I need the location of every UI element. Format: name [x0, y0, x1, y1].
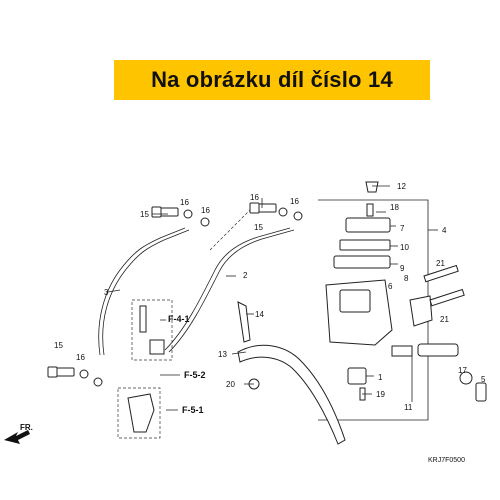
banjo-bolt-15-top-right	[249, 202, 277, 214]
brake-hose-3	[98, 227, 186, 356]
banjo-bolt-15-top-left	[151, 206, 179, 218]
direction-label: FR.	[20, 423, 33, 432]
boot-17	[459, 371, 473, 385]
washer-16	[278, 207, 288, 217]
part-number-banner: Na obrázku díl číslo 14	[114, 60, 430, 100]
label-12: 12	[397, 182, 406, 191]
label-3: 3	[104, 288, 109, 297]
ref-f51: F-5-1	[182, 405, 204, 415]
ref-f52: F-5-2	[184, 370, 206, 380]
piston-11	[417, 343, 459, 357]
label-5: 5	[481, 375, 486, 384]
label-9: 9	[400, 264, 405, 273]
label-16-b: 16	[201, 206, 210, 215]
label-21-bottom: 21	[440, 315, 449, 324]
label-4: 4	[442, 226, 447, 235]
label-14: 14	[255, 310, 264, 319]
label-7: 7	[400, 224, 405, 233]
label-16-a: 16	[180, 198, 189, 207]
diaphragm-9	[333, 255, 391, 269]
label-17: 17	[458, 366, 467, 375]
ref-f41: F-4-1	[168, 314, 190, 324]
hose-clamp	[149, 339, 165, 355]
bolt-21	[423, 264, 459, 283]
label-2: 2	[243, 271, 248, 280]
pivot-5	[475, 382, 487, 402]
label-21-top: 21	[436, 259, 445, 268]
brake-lever-13	[237, 344, 346, 445]
label-13: 13	[218, 350, 227, 359]
ref-box-f51	[117, 387, 161, 439]
washer-16	[200, 217, 210, 227]
label-8: 8	[404, 274, 409, 283]
plate-10	[339, 239, 391, 251]
washer-16	[183, 209, 193, 219]
ref-box-f41	[131, 299, 173, 361]
washer-16	[79, 369, 89, 379]
washer-16	[93, 377, 103, 387]
banjo-bolt-15-bottom	[47, 366, 75, 378]
diagram-code: KRJ7F0500	[428, 457, 465, 464]
label-15-top-right: 15	[254, 223, 263, 232]
label-10: 10	[400, 243, 409, 252]
label-6: 6	[388, 282, 393, 291]
label-15-bottom: 15	[54, 341, 63, 350]
cap-12	[365, 181, 379, 193]
clamp-bolt	[139, 305, 147, 333]
caliper-part	[127, 393, 155, 433]
label-16-d: 16	[290, 197, 299, 206]
banner-text: Na obrázku díl číslo 14	[151, 67, 393, 92]
front-direction-arrow: FR.	[4, 423, 33, 444]
label-1: 1	[378, 373, 383, 382]
label-16-e: 16	[76, 353, 85, 362]
holder-8	[409, 295, 433, 327]
spring-11	[391, 345, 413, 357]
washer-16	[293, 211, 303, 221]
label-16-c: 16	[250, 193, 259, 202]
label-18: 18	[390, 203, 399, 212]
part-14	[237, 301, 251, 343]
reservoir-cap-7	[345, 217, 391, 233]
screw-18	[366, 203, 374, 217]
brake-hose-2	[164, 227, 291, 351]
switch-1	[347, 367, 367, 385]
label-20: 20	[226, 380, 235, 389]
bolt-21	[429, 288, 465, 307]
label-15-top-left: 15	[140, 210, 149, 219]
label-11: 11	[404, 403, 413, 412]
label-19: 19	[376, 390, 385, 399]
